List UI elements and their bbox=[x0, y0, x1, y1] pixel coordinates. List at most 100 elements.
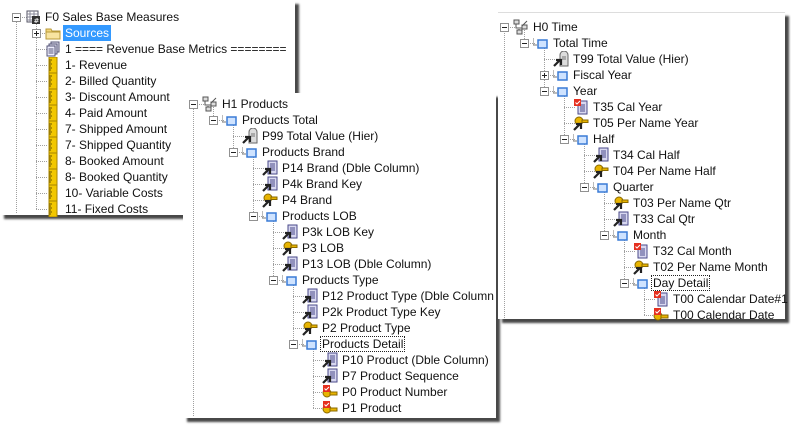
tree-node-label[interactable]: Fiscal Year bbox=[573, 68, 632, 82]
tree-node-label[interactable]: Products Type bbox=[302, 273, 379, 287]
tree-node-label[interactable]: H1 Products bbox=[222, 97, 289, 111]
tree-branch-line bbox=[544, 43, 545, 91]
level-icon bbox=[552, 67, 569, 83]
tree-stub-line bbox=[604, 203, 615, 204]
tree-node-label[interactable]: 10- Variable Costs bbox=[65, 186, 163, 200]
tree-node-label[interactable]: Sources bbox=[63, 25, 112, 41]
tree-stub-line bbox=[624, 251, 635, 252]
tree-node-label[interactable]: T00 Calendar Date bbox=[673, 308, 775, 322]
tree-node-label[interactable]: T04 Per Name Half bbox=[613, 164, 716, 178]
tree-node-label[interactable]: P12 Product Type (Dble Column bbox=[322, 289, 494, 303]
tree-node-label[interactable]: Products Brand bbox=[262, 145, 345, 159]
tree-stub-line bbox=[604, 219, 615, 220]
tree-node-label[interactable]: 2- Billed Quantity bbox=[65, 74, 157, 88]
collapse-icon[interactable] bbox=[209, 116, 218, 125]
tree-stub-line bbox=[293, 344, 304, 345]
tree-node-label[interactable]: P13 LOB (Dble Column) bbox=[302, 257, 432, 271]
tree-node-label[interactable]: P4 Brand bbox=[282, 193, 333, 207]
tree-node-label[interactable]: P2k Product Type Key bbox=[322, 305, 441, 319]
tree-node-label[interactable]: P2 Product Type bbox=[322, 321, 411, 335]
tree-node-label[interactable]: Half bbox=[593, 132, 615, 146]
collapse-icon[interactable] bbox=[289, 340, 298, 349]
tree-node-label[interactable]: 8- Booked Amount bbox=[65, 154, 164, 168]
tree-node-label[interactable]: T02 Per Name Month bbox=[653, 260, 768, 274]
tree-node-label[interactable]: Products Detail bbox=[320, 336, 406, 352]
tree-node-label[interactable]: Products Total bbox=[242, 113, 318, 127]
tree-node-label[interactable]: 8- Booked Quantity bbox=[65, 170, 168, 184]
collapse-icon[interactable] bbox=[560, 135, 569, 144]
tree-stub-line bbox=[313, 376, 324, 377]
tree-node-label[interactable]: P1 Product bbox=[342, 401, 402, 415]
tree-stub-line bbox=[273, 232, 284, 233]
expand-icon[interactable] bbox=[540, 71, 549, 80]
level-icon bbox=[612, 227, 629, 243]
tree-stub-line bbox=[544, 91, 555, 92]
tree-stub-line bbox=[36, 177, 47, 178]
collapse-icon[interactable] bbox=[249, 212, 258, 221]
tree-node-label[interactable]: T32 Cal Month bbox=[653, 244, 732, 258]
collapse-icon[interactable] bbox=[620, 279, 629, 288]
tree-node-label[interactable]: P14 Brand (Dble Column) bbox=[282, 161, 420, 175]
doc-stack-icon bbox=[45, 41, 61, 57]
tree-node-label[interactable]: Products LOB bbox=[282, 209, 357, 223]
collapse-icon[interactable] bbox=[500, 23, 509, 32]
level-icon bbox=[301, 336, 318, 352]
ruler-icon bbox=[45, 152, 61, 170]
collapse-icon[interactable] bbox=[540, 87, 549, 96]
tree-stub-line bbox=[313, 392, 324, 393]
collapse-icon[interactable] bbox=[189, 100, 198, 109]
collapse-icon[interactable] bbox=[580, 183, 589, 192]
tree-node-label[interactable]: Year bbox=[573, 84, 598, 98]
tree-node-label[interactable]: 1 ==== Revenue Base Metrics ======== bbox=[65, 42, 287, 56]
tree-node-label[interactable]: T33 Cal Qtr bbox=[633, 212, 696, 226]
tree-node-label[interactable]: Month bbox=[633, 228, 667, 242]
tree-node-label[interactable]: 7- Shipped Quantity bbox=[65, 138, 172, 152]
ruler-icon bbox=[45, 56, 61, 74]
tree-node-label[interactable]: P10 Product (Dble Column) bbox=[342, 353, 489, 367]
tree-node-label[interactable]: H0 Time bbox=[533, 20, 578, 34]
tree-node-label[interactable]: T99 Total Value (Hier) bbox=[573, 52, 689, 66]
svg-text:#: # bbox=[34, 17, 40, 25]
tree-stub-line bbox=[36, 113, 47, 114]
level-icon bbox=[572, 131, 589, 147]
tree-node-label[interactable]: T03 Per Name Qtr bbox=[633, 196, 732, 210]
tree-node-label[interactable]: P3 LOB bbox=[302, 241, 345, 255]
tree-stub-line bbox=[293, 328, 304, 329]
attr-column-icon bbox=[302, 288, 318, 304]
tree-node-label[interactable]: 3- Discount Amount bbox=[65, 90, 170, 104]
tree-stub-line bbox=[564, 123, 575, 124]
column-check-icon bbox=[573, 99, 589, 115]
attr-column-icon bbox=[322, 368, 338, 384]
tree-node-label[interactable]: 11- Fixed Costs bbox=[65, 202, 149, 216]
tree-stub-line bbox=[36, 145, 47, 146]
expand-icon[interactable] bbox=[32, 29, 41, 38]
tree-stub-line bbox=[36, 33, 47, 34]
collapse-icon[interactable] bbox=[600, 231, 609, 240]
tree-node-label[interactable]: T34 Cal Half bbox=[613, 148, 680, 162]
tree-node-label[interactable]: P99 Total Value (Hier) bbox=[262, 129, 379, 143]
tree-node-label[interactable]: F0 Sales Base Measures bbox=[45, 10, 180, 24]
attr-column-icon bbox=[282, 224, 298, 240]
collapse-icon[interactable] bbox=[269, 276, 278, 285]
tree-node-label[interactable]: P7 Product Sequence bbox=[342, 369, 459, 383]
tree-node-label[interactable]: 1- Revenue bbox=[65, 58, 128, 72]
tree-node-label[interactable]: T05 Per Name Year bbox=[593, 116, 699, 130]
tree-node-label[interactable]: P0 Product Number bbox=[342, 385, 448, 399]
hierarchy-icon bbox=[513, 19, 529, 35]
tree-stub-line bbox=[544, 75, 555, 76]
tree-node-label[interactable]: 4- Paid Amount bbox=[65, 106, 148, 120]
tree-node-label[interactable]: P3k LOB Key bbox=[302, 225, 375, 239]
tree-node-label[interactable]: Quarter bbox=[613, 180, 654, 194]
tree-node-label[interactable]: T00 Calendar Date#1 bbox=[673, 292, 788, 306]
tree-node-label[interactable]: Total Time bbox=[553, 36, 608, 50]
tree-stub-line bbox=[564, 107, 575, 108]
collapse-icon[interactable] bbox=[229, 148, 238, 157]
tree-node-label[interactable]: 7- Shipped Amount bbox=[65, 122, 168, 136]
tree-stub-line bbox=[584, 171, 595, 172]
collapse-icon[interactable] bbox=[12, 13, 21, 22]
tree-stub-line bbox=[584, 187, 595, 188]
tree-node-label[interactable]: T35 Cal Year bbox=[593, 100, 663, 114]
tree-node-label[interactable]: P4k Brand Key bbox=[282, 177, 363, 191]
tree-node-label[interactable]: Day Detail bbox=[651, 275, 711, 291]
collapse-icon[interactable] bbox=[520, 39, 529, 48]
